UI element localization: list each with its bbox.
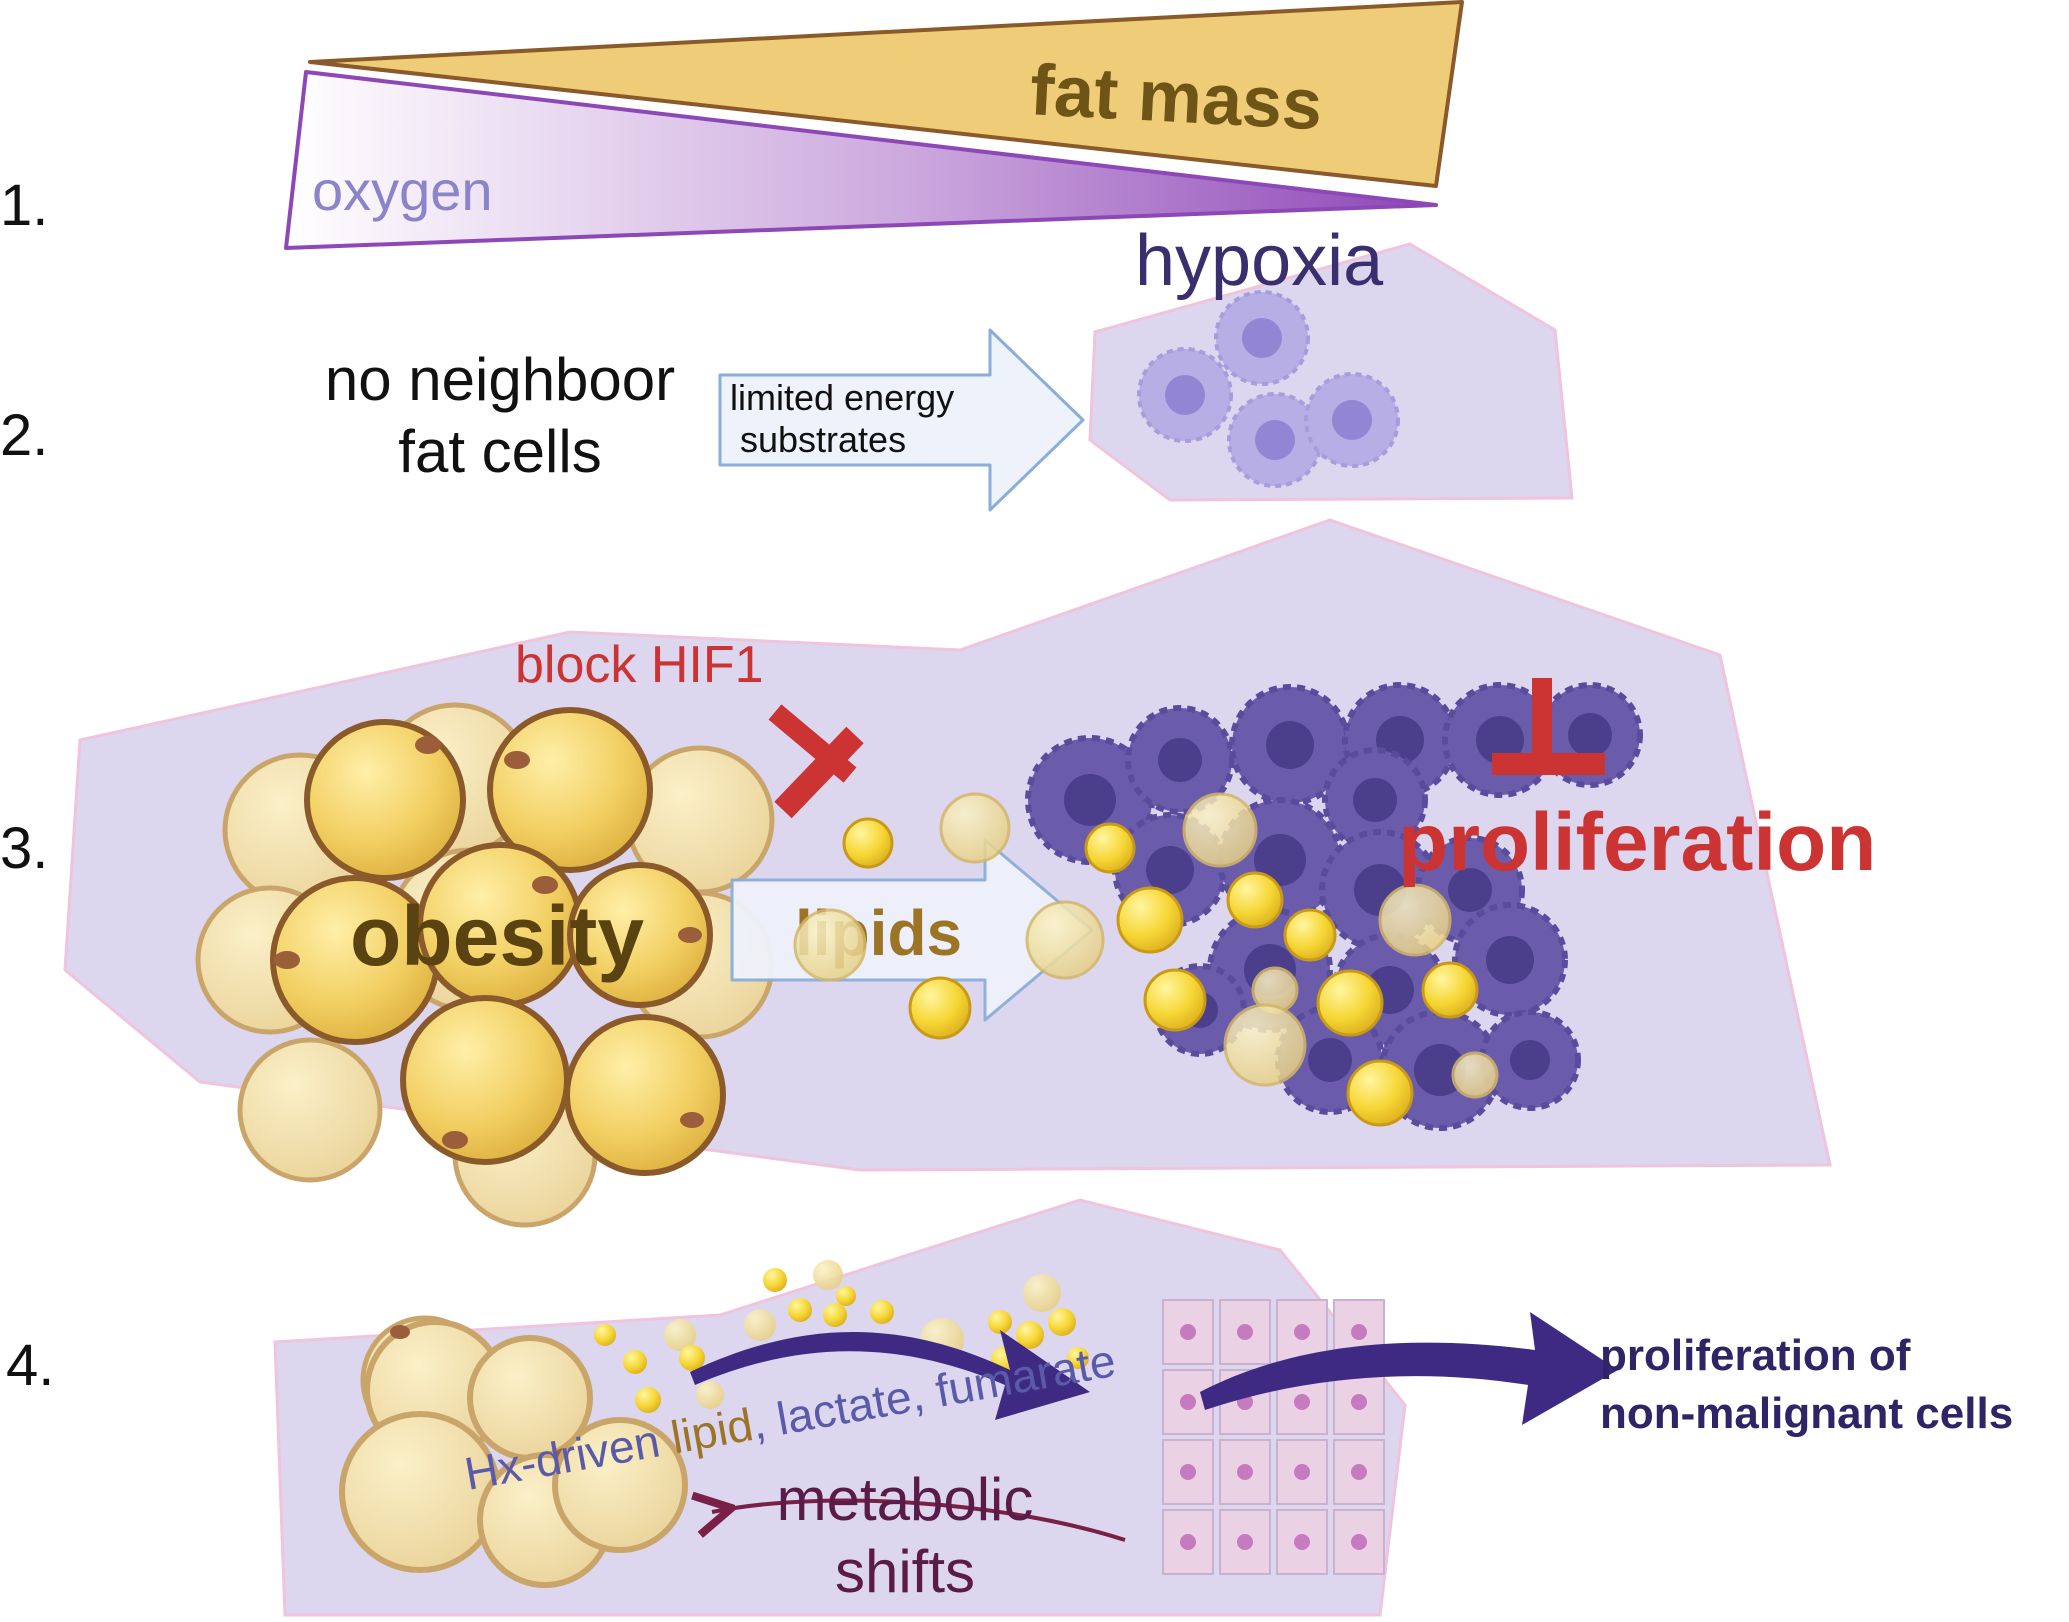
proliferation-outcome-arrow <box>1200 1312 1618 1425</box>
obesity-label: obesity <box>350 889 644 983</box>
lipid-droplet <box>679 1345 705 1371</box>
fat-cell <box>567 862 713 1008</box>
fat-mass-label: fat mass <box>1028 50 1324 145</box>
panel-2: hypoxia no neighboor fat cells limited e… <box>325 221 1574 512</box>
lipid-droplet <box>939 792 1011 864</box>
row-number-4: 4. <box>6 1333 54 1398</box>
energy-arrow <box>718 328 1085 512</box>
lipid-droplet <box>1084 822 1136 874</box>
hypoxic-cells <box>1137 290 1400 488</box>
lipid-droplet <box>788 1298 812 1322</box>
tumor-cell <box>1452 902 1568 1018</box>
oxygen-wedge <box>284 70 1438 250</box>
lipid-droplet <box>744 1309 776 1341</box>
epithelial-row <box>1162 1509 1385 1575</box>
tumor-cell <box>1479 1009 1581 1111</box>
hypoxia-tissue <box>1088 242 1574 502</box>
row-number-3: 3. <box>0 816 48 881</box>
block-hif1-label: block HIF1 <box>515 636 764 694</box>
lipid-droplets <box>793 792 1499 1127</box>
lipid-droplet <box>813 1260 843 1290</box>
lipid-droplet <box>594 1324 616 1346</box>
outcome-line-2: non-malignant cells <box>1600 1389 2013 1438</box>
lipid-droplet <box>908 976 972 1040</box>
inhibition-symbol-proliferation <box>1492 678 1605 775</box>
fat-cell <box>400 995 570 1165</box>
lipid-droplet <box>1143 968 1207 1032</box>
row-number-1: 1. <box>0 173 48 238</box>
lipid-droplet <box>635 1387 661 1413</box>
lipid-droplet <box>823 1303 847 1327</box>
lipid-droplet <box>836 1286 856 1306</box>
fat-cell <box>304 719 466 881</box>
lipid-droplet <box>1025 900 1105 980</box>
lipid-droplet <box>870 1300 894 1324</box>
lipid-droplet <box>1048 1308 1076 1336</box>
lipid-droplet <box>763 1268 787 1292</box>
lipid-droplet <box>1283 908 1337 962</box>
panel-3: obesity lipids block HIF1 <box>63 518 1876 1228</box>
lipid-droplet <box>1378 883 1452 957</box>
hypoxic-cell <box>1214 290 1310 386</box>
panel-4-adipocytes <box>339 1315 688 1588</box>
tumor-cell <box>1322 747 1428 853</box>
metabolic-shifts-line-1: metabolic <box>777 1466 1034 1533</box>
lipid-droplet <box>1451 1051 1499 1099</box>
metabolic-shifts-line-2: shifts <box>835 1538 975 1605</box>
lipid-droplet <box>1182 792 1258 868</box>
lipid-droplet <box>623 1350 647 1374</box>
lipid-droplet <box>988 1310 1012 1334</box>
lipid-droplet <box>793 908 867 982</box>
fat-cell <box>552 1417 688 1553</box>
lipid-droplet <box>1226 871 1284 929</box>
lipid-droplet <box>1346 1059 1414 1127</box>
panel-4: Hx-driven lipid, lactate, fumarate metab… <box>273 1198 2013 1617</box>
fat-cell <box>564 1014 726 1176</box>
oxygen-label: oxygen <box>312 159 493 222</box>
no-neighbor-line-1: no neighboor <box>325 346 675 413</box>
hypoxic-cell <box>1137 347 1233 443</box>
energy-arrow-line-2: substrates <box>740 419 906 460</box>
epithelial-row <box>1162 1439 1385 1505</box>
lipid-droplet <box>1016 1321 1044 1349</box>
inhibition-symbol-hif1 <box>768 704 864 819</box>
panel-1: fat mass oxygen <box>284 0 1464 250</box>
fat-cell <box>487 707 653 873</box>
lipid-droplet <box>1023 1274 1061 1312</box>
lipid-droplet <box>1421 961 1479 1019</box>
lipid-droplet <box>1067 1347 1089 1369</box>
hypoxia-label: hypoxia <box>1135 221 1384 301</box>
lipid-droplet <box>842 817 894 869</box>
hypoxic-cell <box>1304 372 1400 468</box>
outcome-line-1: proliferation of <box>1600 1331 1911 1380</box>
metabolic-shift-arrow <box>712 1501 1126 1542</box>
energy-arrow-line-1: limited energy <box>730 377 954 418</box>
tumor-cell <box>1125 705 1235 815</box>
pale-fat-cell <box>237 1037 383 1183</box>
proliferation-label: proliferation <box>1398 797 1876 888</box>
lipid-transfer-arrow <box>690 1330 1090 1420</box>
no-neighbor-line-2: fat cells <box>398 418 601 485</box>
adipocyte-cluster <box>195 702 775 1228</box>
lipid-droplet <box>1316 969 1384 1037</box>
lipid-droplet <box>1223 1003 1307 1087</box>
lipid-droplet <box>696 1381 724 1409</box>
lipid-droplet <box>664 1319 696 1351</box>
lipid-droplet <box>1116 886 1184 954</box>
fat-mass-wedge <box>308 0 1464 188</box>
row-number-2: 2. <box>0 403 48 468</box>
